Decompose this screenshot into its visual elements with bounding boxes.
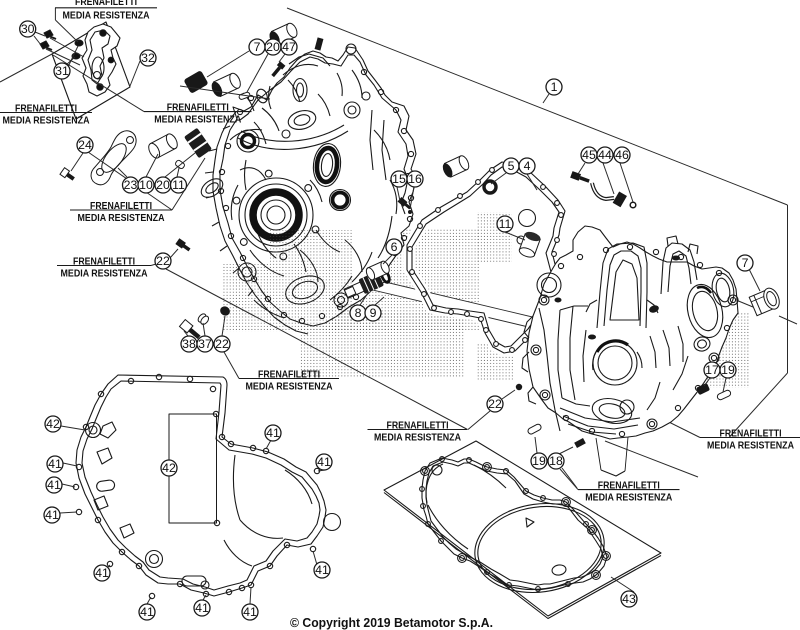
svg-text:7: 7 bbox=[254, 40, 261, 54]
svg-text:FRENAFILETTI: FRENAFILETTI bbox=[598, 480, 660, 491]
svg-text:41: 41 bbox=[315, 563, 329, 577]
svg-text:FRENAFILETTI: FRENAFILETTI bbox=[167, 102, 229, 113]
svg-text:MEDIA RESISTENZA: MEDIA RESISTENZA bbox=[154, 114, 241, 125]
svg-text:MEDIA RESISTENZA: MEDIA RESISTENZA bbox=[374, 432, 461, 443]
svg-text:41: 41 bbox=[195, 601, 209, 615]
svg-text:46: 46 bbox=[615, 148, 629, 162]
svg-text:41: 41 bbox=[47, 478, 61, 492]
svg-text:© Copyright 2019 Betamotor S.p: © Copyright 2019 Betamotor S.p.A. bbox=[290, 615, 493, 630]
svg-text:41: 41 bbox=[48, 457, 62, 471]
svg-text:FRENAFILETTI: FRENAFILETTI bbox=[75, 0, 137, 8]
svg-text:6: 6 bbox=[391, 240, 398, 254]
svg-text:MEDIA RESISTENZA: MEDIA RESISTENZA bbox=[707, 440, 794, 451]
svg-text:41: 41 bbox=[95, 566, 109, 580]
svg-text:19: 19 bbox=[721, 363, 735, 377]
svg-text:MEDIA RESISTENZA: MEDIA RESISTENZA bbox=[61, 268, 148, 279]
svg-text:11: 11 bbox=[499, 217, 512, 231]
svg-text:42: 42 bbox=[162, 461, 176, 475]
svg-text:43: 43 bbox=[622, 592, 636, 606]
svg-text:38: 38 bbox=[182, 337, 196, 351]
svg-text:5: 5 bbox=[508, 159, 515, 173]
svg-text:FRENAFILETTI: FRENAFILETTI bbox=[387, 420, 449, 431]
svg-text:41: 41 bbox=[317, 455, 331, 469]
svg-text:FRENAFILETTI: FRENAFILETTI bbox=[73, 256, 135, 267]
svg-text:MEDIA RESISTENZA: MEDIA RESISTENZA bbox=[3, 115, 90, 126]
svg-text:17: 17 bbox=[705, 363, 719, 377]
svg-text:47: 47 bbox=[282, 40, 296, 54]
svg-text:31: 31 bbox=[55, 64, 69, 78]
svg-text:11: 11 bbox=[172, 178, 185, 192]
svg-text:41: 41 bbox=[243, 605, 257, 619]
svg-text:24: 24 bbox=[78, 138, 92, 152]
svg-text:20: 20 bbox=[266, 40, 280, 54]
svg-text:FRENAFILETTI: FRENAFILETTI bbox=[720, 428, 782, 439]
svg-text:9: 9 bbox=[370, 306, 377, 320]
svg-text:44: 44 bbox=[598, 148, 612, 162]
svg-text:16: 16 bbox=[408, 172, 422, 186]
svg-text:FRENAFILETTI: FRENAFILETTI bbox=[15, 103, 77, 114]
svg-text:8: 8 bbox=[355, 306, 362, 320]
svg-text:22: 22 bbox=[488, 397, 502, 411]
svg-text:15: 15 bbox=[392, 172, 406, 186]
svg-text:41: 41 bbox=[45, 508, 59, 522]
svg-text:18: 18 bbox=[549, 454, 563, 468]
svg-text:1: 1 bbox=[551, 80, 558, 94]
svg-text:4: 4 bbox=[524, 159, 531, 173]
svg-text:7: 7 bbox=[742, 256, 749, 270]
svg-text:23: 23 bbox=[124, 178, 138, 192]
svg-text:41: 41 bbox=[266, 426, 280, 440]
svg-text:22: 22 bbox=[215, 337, 229, 351]
svg-text:MEDIA RESISTENZA: MEDIA RESISTENZA bbox=[78, 213, 165, 224]
svg-text:MEDIA RESISTENZA: MEDIA RESISTENZA bbox=[585, 492, 672, 503]
svg-text:30: 30 bbox=[21, 22, 35, 36]
svg-text:FRENAFILETTI: FRENAFILETTI bbox=[258, 369, 320, 380]
svg-text:MEDIA RESISTENZA: MEDIA RESISTENZA bbox=[246, 381, 333, 392]
svg-text:45: 45 bbox=[582, 148, 596, 162]
svg-text:10: 10 bbox=[139, 178, 153, 192]
svg-text:42: 42 bbox=[46, 417, 60, 431]
svg-text:37: 37 bbox=[198, 337, 212, 351]
svg-text:22: 22 bbox=[156, 254, 170, 268]
svg-text:20: 20 bbox=[156, 178, 170, 192]
svg-text:MEDIA RESISTENZA: MEDIA RESISTENZA bbox=[63, 11, 150, 22]
svg-text:41: 41 bbox=[140, 605, 154, 619]
svg-text:19: 19 bbox=[532, 454, 546, 468]
svg-text:FRENAFILETTI: FRENAFILETTI bbox=[90, 201, 152, 212]
svg-text:32: 32 bbox=[141, 51, 155, 65]
